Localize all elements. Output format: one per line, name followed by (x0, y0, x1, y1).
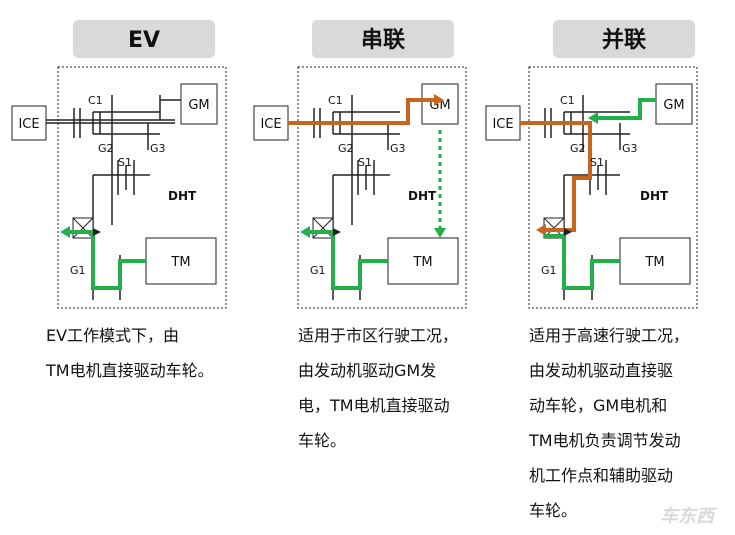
arrow-right-icon (333, 228, 341, 236)
dht-label: DHT (408, 189, 437, 203)
arrow-left-icon (588, 112, 598, 124)
gm-box (180, 83, 218, 125)
ice-label: ICE (492, 117, 513, 132)
g1-label: G1 (541, 264, 557, 277)
tab-series-label: 串联 (361, 28, 405, 53)
panel-parallel: 并联 ICE GM TM (485, 20, 698, 520)
arrow-right-icon (93, 228, 101, 236)
tab-parallel (553, 20, 695, 58)
tab-series (312, 20, 454, 58)
dht-boundary (528, 66, 698, 309)
power-path-orange (520, 121, 592, 232)
tm-label: TM (644, 255, 664, 270)
desc-line: 动车轮，GM电机和 (529, 396, 667, 415)
ice-box (11, 105, 47, 141)
power-path-green (304, 230, 388, 290)
desc-line: EV工作模式下，由 (46, 326, 179, 345)
panel-ev: EV ICE GM TM (11, 20, 227, 380)
g2-label: G2 (98, 142, 114, 155)
desc-line: 由发动机驱动GM发 (298, 361, 436, 380)
g3-label: G3 (390, 142, 406, 155)
g1-label: G1 (70, 264, 86, 277)
gm-box (421, 83, 459, 125)
tm-box (619, 237, 691, 285)
mechanism (313, 95, 400, 300)
arrow-down-icon (434, 228, 446, 238)
dht-label: DHT (168, 189, 197, 203)
tm-label: TM (412, 255, 432, 270)
panel-series: 串联 ICE GM TM (253, 20, 467, 450)
desc-line: 由发动机驱动直接驱 (529, 361, 673, 380)
desc-line: 适用于市区行驶工况， (298, 326, 458, 345)
arrow-left-icon (60, 226, 70, 238)
dht-boundary (57, 66, 227, 309)
desc-line: 车轮。 (298, 431, 346, 450)
desc-line: 车轮。 (529, 501, 577, 520)
mechanism (544, 95, 630, 300)
dht-label: DHT (640, 189, 669, 203)
tm-box (145, 237, 217, 285)
desc-line: 机工作点和辅助驱动 (529, 466, 673, 485)
desc-line: 适用于高速行驶工况， (529, 326, 689, 345)
power-path-orange (288, 98, 436, 125)
s1-label: S1 (358, 156, 372, 169)
mechanism (46, 95, 181, 300)
s1-label: S1 (118, 156, 132, 169)
tm-label: TM (170, 255, 190, 270)
tab-parallel-label: 并联 (602, 27, 646, 53)
g3-label: G3 (150, 142, 166, 155)
g2-label: G2 (338, 142, 354, 155)
c1-label: C1 (88, 94, 103, 107)
watermark: 车东西 (660, 506, 717, 527)
gm-label: GM (188, 98, 209, 113)
desc-line: TM电机直接驱动车轮。 (45, 361, 214, 380)
ice-label: ICE (18, 117, 39, 132)
arrow-left-icon (536, 224, 546, 236)
tab-ev-label: EV (128, 28, 160, 53)
tab-ev (73, 20, 215, 58)
g3-label: G3 (622, 142, 638, 155)
gm-box (655, 83, 693, 125)
dht-boundary (297, 66, 467, 309)
g1-label: G1 (310, 264, 326, 277)
arrow-right-icon (564, 228, 572, 236)
ice-box (253, 105, 289, 141)
s1-label: S1 (590, 156, 604, 169)
c1-label: C1 (328, 94, 343, 107)
desc-line: TM电机负责调节发动 (528, 431, 681, 450)
power-path-green (544, 234, 620, 290)
arrow-left-icon (300, 226, 310, 238)
tm-box (387, 237, 459, 285)
ice-label: ICE (260, 117, 281, 132)
ice-box (485, 105, 521, 141)
g2-label: G2 (570, 142, 586, 155)
power-path-green (596, 98, 656, 120)
c1-label: C1 (560, 94, 575, 107)
desc-line: 电，TM电机直接驱动 (298, 396, 450, 415)
gm-label: GM (663, 98, 684, 113)
power-path-green (64, 230, 146, 290)
arrow-right-icon (434, 94, 444, 106)
